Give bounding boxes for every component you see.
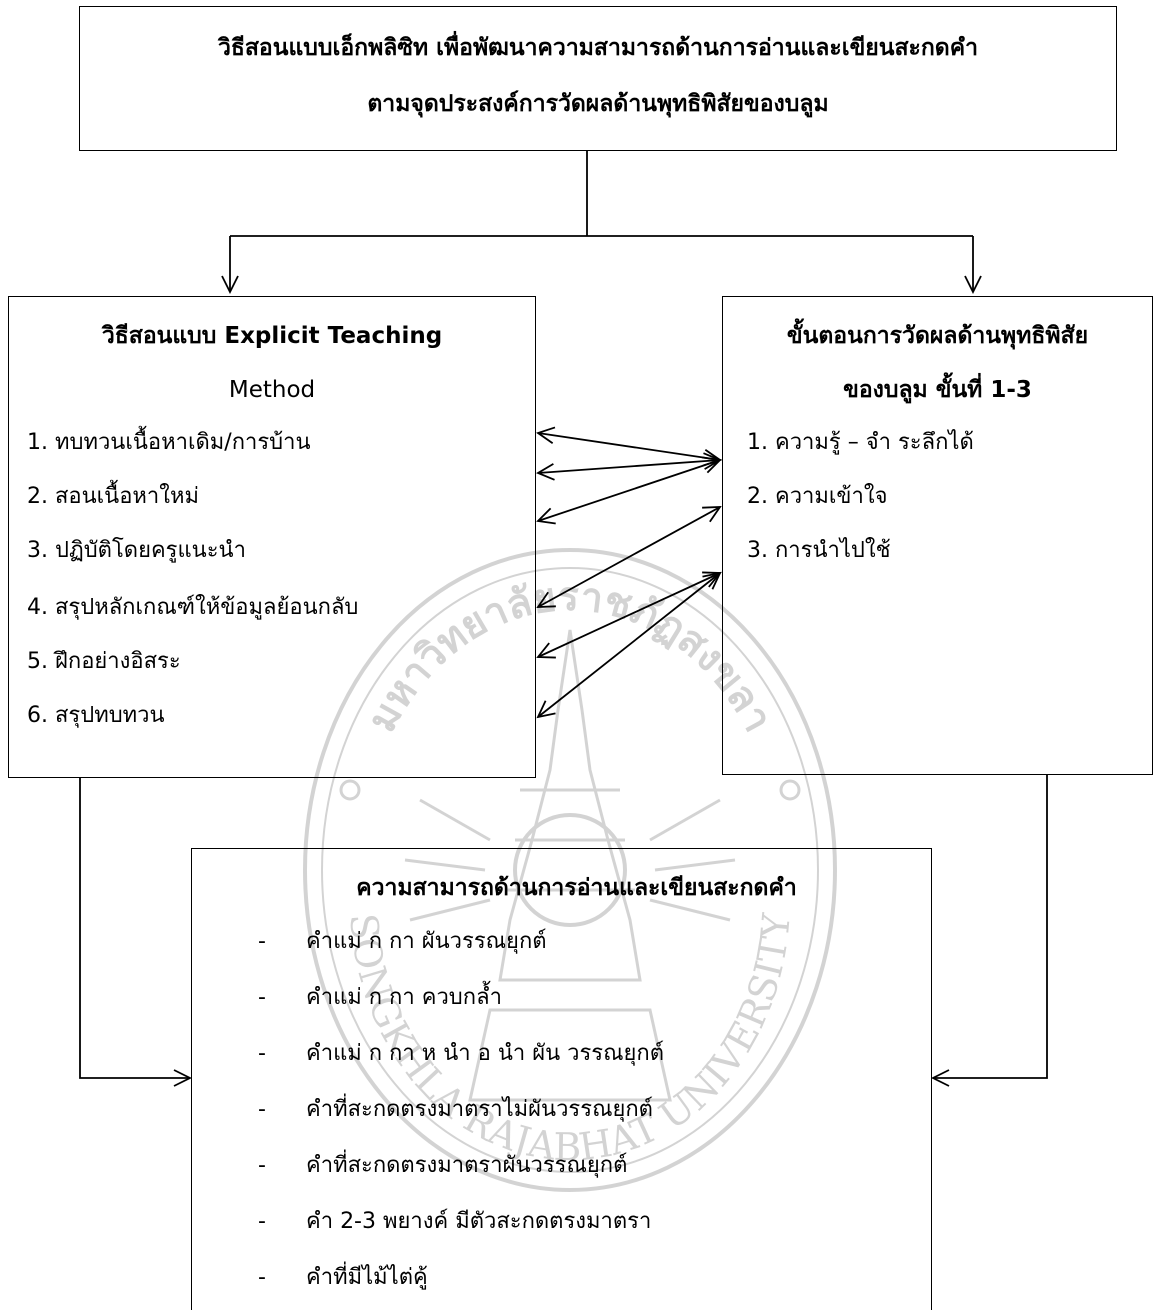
top-title-line2: ตามจุดประสงค์การวัดผลด้านพุทธิพิสัยของบล…: [367, 91, 829, 117]
ability-item-4: คำที่สะกดตรงมาตราไม่ผันวรรณยุกต์: [306, 1097, 653, 1122]
ability-item-6: คำ 2-3 พยางค์ มีตัวสะกดตรงมาตรา: [306, 1209, 652, 1234]
ability-item-5: คำที่สะกดตรงมาตราผันวรรณยุกต์: [306, 1153, 628, 1178]
teaching-step-4: 4. สรุปหลักเกณฑ์ให้ข้อมูลย้อนกลับ: [27, 595, 359, 620]
teaching-step-2: 2. สอนเนื้อหาใหม่: [27, 484, 200, 509]
bloom-step-3: 3. การนำไปใช้: [747, 538, 891, 563]
link-review-to-knowledge: [538, 433, 720, 460]
arrow-right-to-bottom: [933, 775, 1048, 1078]
teaching-step-5: 5. ฝึกอย่างอิสระ: [27, 649, 181, 674]
ability-item-1: คำแม่ ก กา ผันวรรณยุกต์: [306, 929, 547, 954]
link-feedback-to-understanding: [538, 507, 720, 607]
bullet-dash: -: [258, 1209, 266, 1234]
bullet-dash: -: [258, 1265, 266, 1290]
reading-writing-heading: ความสามารถด้านการอ่านและเขียนสะกดคำ: [356, 875, 797, 901]
link-guided-to-knowledge: [538, 460, 720, 521]
bullet-dash: -: [258, 1153, 266, 1178]
reading-writing-ability-box: ความสามารถด้านการอ่านและเขียนสะกดคำ - คำ…: [191, 848, 932, 1310]
ability-item-2: คำแม่ ก กา ควบกล้ำ: [306, 985, 502, 1010]
top-title-line1: วิธีสอนแบบเอ็กพลิซิท เพื่อพัฒนาความสามาร…: [217, 35, 979, 61]
link-new-content-to-knowledge: [538, 460, 720, 473]
ability-item-7: คำที่มีไม้ไต่คู้: [306, 1265, 428, 1290]
explicit-teaching-box: วิธีสอนแบบ Explicit Teaching Method 1. ท…: [8, 296, 536, 778]
top-title-box: วิธีสอนแบบเอ็กพลิซิท เพื่อพัฒนาความสามาร…: [79, 6, 1117, 151]
teaching-step-3: 3. ปฏิบัติโดยครูแนะนำ: [27, 538, 246, 563]
bloom-steps-box: ขั้นตอนการวัดผลด้านพุทธิพิสัย ของบลูม ขั…: [722, 296, 1153, 775]
bullet-dash: -: [258, 929, 266, 954]
explicit-teaching-heading-line1: วิธีสอนแบบ Explicit Teaching: [101, 323, 443, 349]
teaching-step-6: 6. สรุปทบทวน: [27, 703, 165, 728]
bullet-dash: -: [258, 1041, 266, 1066]
teaching-step-1: 1. ทบทวนเนื้อหาเดิม/การบ้าน: [27, 430, 311, 455]
arrow-left-to-bottom: [79, 777, 190, 1078]
explicit-teaching-heading-line2: Method: [228, 377, 316, 403]
bloom-step-1: 1. ความรู้ – จำ ระลึกได้: [747, 430, 974, 455]
link-summary-to-application: [538, 573, 720, 717]
bloom-step-2: 2. ความเข้าใจ: [747, 484, 888, 509]
ability-item-3: คำแม่ ก กา ห นำ อ นำ ผัน วรรณยุกต์: [306, 1041, 665, 1066]
bullet-dash: -: [258, 1097, 266, 1122]
bloom-heading-line2: ของบลูม ขั้นที่ 1-3: [843, 377, 1032, 403]
bullet-dash: -: [258, 985, 266, 1010]
bloom-heading-line1: ขั้นตอนการวัดผลด้านพุทธิพิสัย: [786, 323, 1089, 349]
